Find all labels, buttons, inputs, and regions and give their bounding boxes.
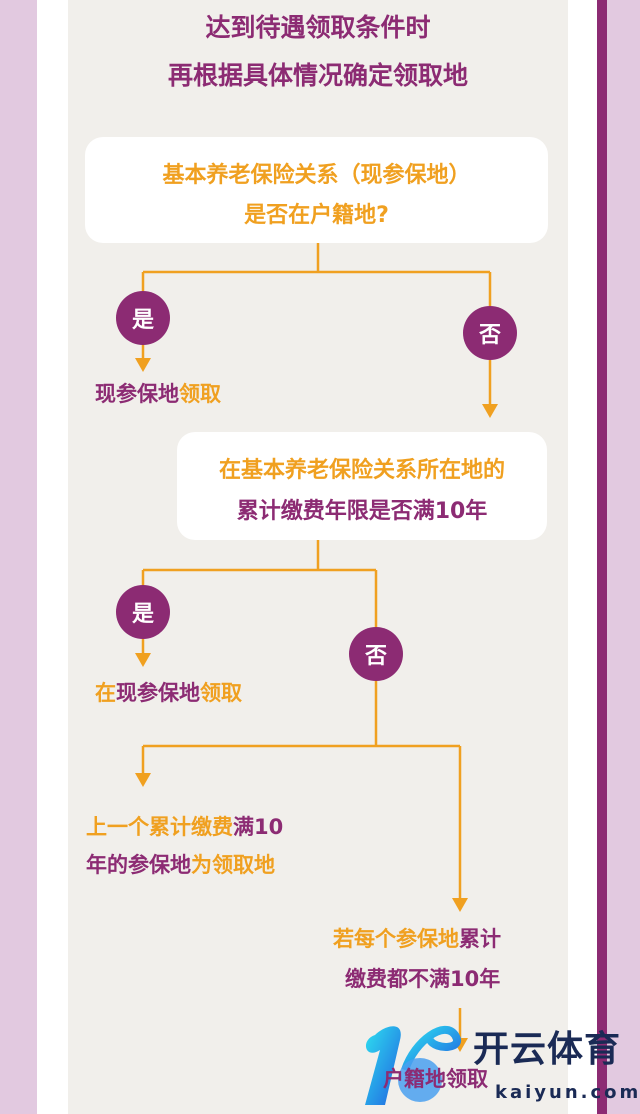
left-branch-line-1: 上一个累计缴费满10 — [86, 811, 283, 841]
result-current-location: 现参保地领取 — [95, 378, 221, 408]
title-line-1: 达到待遇领取条件时 — [205, 13, 431, 42]
question-1-line-2: 是否在户籍地? — [244, 203, 389, 228]
right-branch-line-1: 若每个参保地累计 — [333, 923, 501, 953]
result-text: 领取 — [179, 382, 221, 406]
result-text: 现参保地 — [95, 382, 179, 406]
question-box-1: 基本养老保险关系（现参保地） 是否在户籍地? — [85, 137, 548, 243]
result-current-location-2: 在现参保地领取 — [95, 677, 242, 707]
result-text: 现参保地 — [116, 681, 200, 705]
yes-badge-2: 是 — [116, 585, 170, 639]
result-text: 满10 — [233, 815, 284, 839]
title-line-2: 再根据具体情况确定领取地 — [167, 61, 468, 90]
no-badge-1: 否 — [463, 306, 517, 360]
question-2-line-1: 在基本养老保险关系所在地的 — [218, 458, 505, 483]
result-text: 年的参保地 — [86, 853, 191, 877]
result-text: 为领取地 — [191, 853, 275, 877]
watermark-cn: 开云体育 — [473, 1029, 622, 1070]
question-1-line-1: 基本养老保险关系（现参保地） — [162, 163, 471, 188]
result-text: 累计 — [459, 927, 501, 951]
logo-icon — [365, 1026, 462, 1105]
right-branch-line-2: 缴费都不满10年 — [345, 967, 501, 991]
result-text: 上一个累计缴费 — [86, 815, 233, 839]
result-text: 在 — [95, 681, 116, 705]
result-text: 若每个参保地 — [333, 927, 459, 951]
result-text: 领取 — [200, 681, 242, 705]
left-branch-line-2: 年的参保地为领取地 — [86, 849, 275, 879]
question-2-line-2: 累计缴费年限是否满10年 — [236, 499, 488, 524]
question-box-2: 在基本养老保险关系所在地的 累计缴费年限是否满10年 — [177, 432, 547, 540]
watermark-en: kaiyun.com — [495, 1082, 640, 1103]
yes-badge-1: 是 — [116, 291, 170, 345]
side-accent-bar — [597, 0, 607, 1114]
watermark-logo: 开云体育 kaiyun.com — [355, 1010, 638, 1110]
result-household-location: 户籍地领取 — [383, 1067, 488, 1091]
no-badge-2: 否 — [349, 627, 403, 681]
